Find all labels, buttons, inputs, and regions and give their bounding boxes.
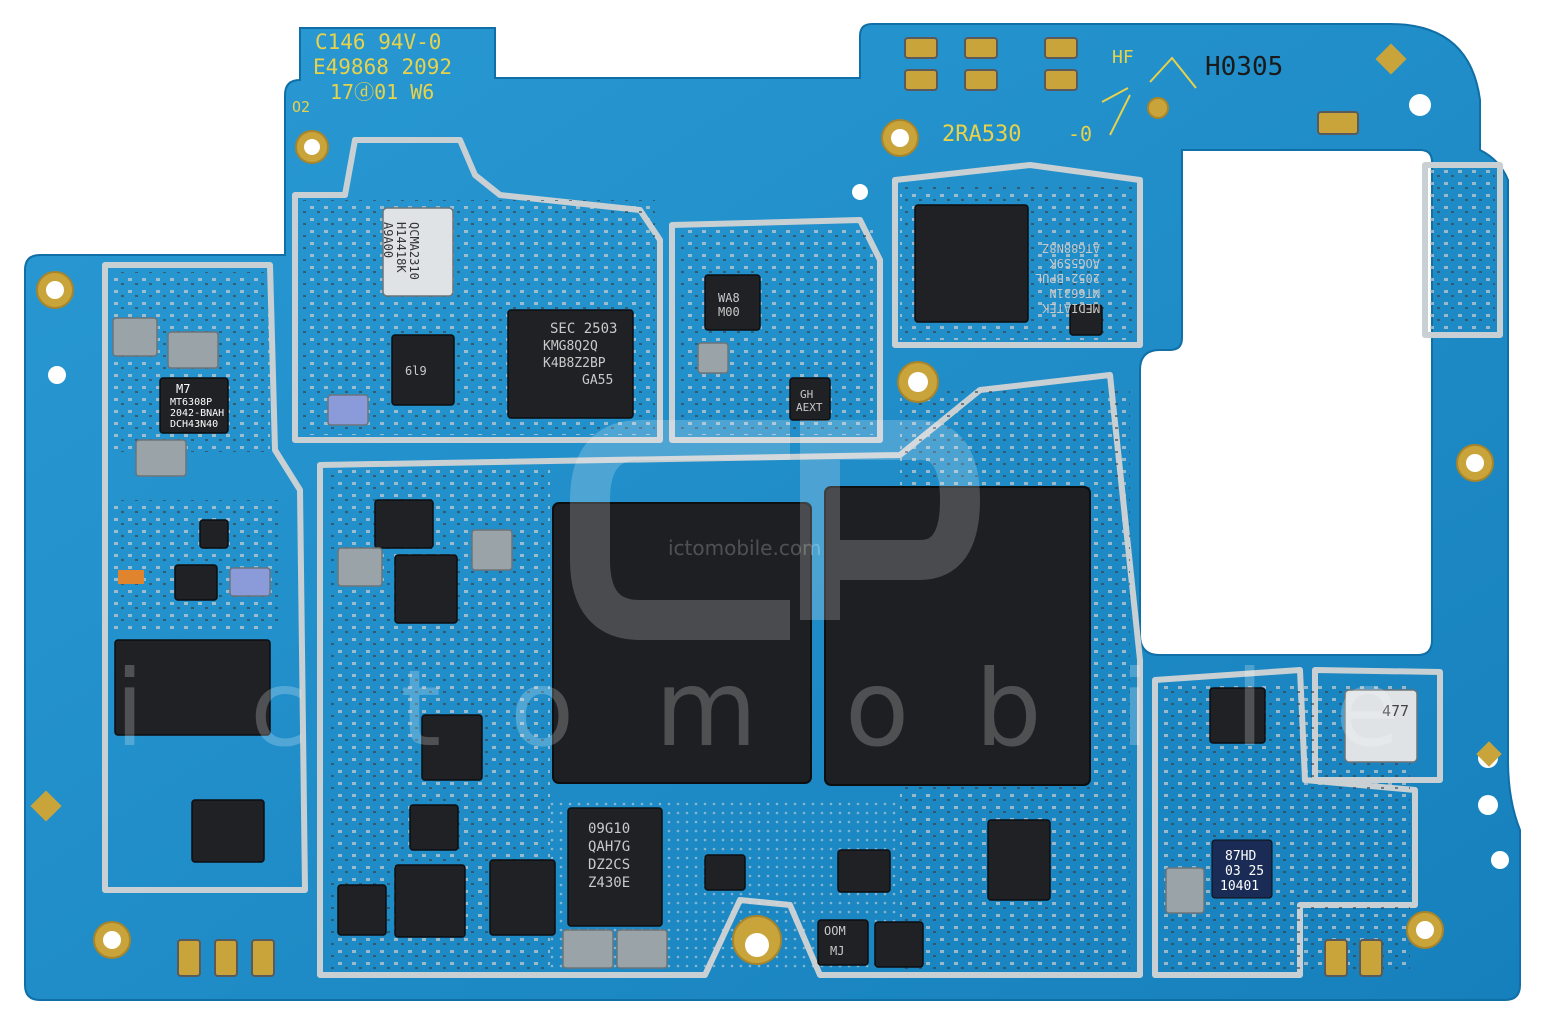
chip-marking-bottom-4: Z430E <box>588 875 630 891</box>
chip-marking-pmic: MT6308P <box>170 397 212 408</box>
chip-marking-right-module: 477 <box>1382 702 1409 720</box>
pmic-chip <box>159 377 229 434</box>
watermark-letters: i c t o m o b i l e <box>115 648 1400 770</box>
svg-text:AOG5S9K: AOG5S9K <box>1049 256 1100 270</box>
chip-marking-small-a: 6l9 <box>405 364 427 378</box>
rf-module <box>382 207 454 297</box>
svg-text:b: b <box>975 648 1042 770</box>
silk-mirror-code: H0305 <box>1205 52 1283 82</box>
chip-marking-wifi-2: M00 <box>718 305 740 319</box>
silk-line-3: 17ⓓ01 W6 <box>330 80 434 104</box>
ic-chips <box>114 204 1266 968</box>
chip-marking-right-3: 10401 <box>1220 879 1259 894</box>
storage-chip <box>114 639 271 736</box>
wifi-chip-2 <box>789 377 831 421</box>
svg-text:H14418K: H14418K <box>394 222 408 273</box>
svg-text:o: o <box>510 648 574 770</box>
chip-marking-ram-3: K4B8Z2BP <box>543 356 606 371</box>
svg-text:2052-BPUL: 2052-BPUL <box>1035 271 1100 285</box>
shield-connectivity <box>892 162 1143 348</box>
ram-chip <box>507 309 634 419</box>
right-chip <box>1211 839 1273 899</box>
chip-marking-ram-2: KMG8Q2Q <box>543 339 598 354</box>
left-lower-chip <box>191 799 265 863</box>
bottom-chip <box>567 807 663 927</box>
svg-text:MT6631N: MT6631N <box>1049 286 1100 300</box>
rf-chip-small <box>391 334 455 406</box>
silk-board-id: 2RA530 <box>942 122 1021 147</box>
svg-text:A9A00: A9A00 <box>381 222 395 258</box>
chip-marking-rf-module: QCMA2310 H14418K A9A00 <box>381 222 421 280</box>
silk-corner: O2 <box>292 98 310 116</box>
svg-text:e: e <box>1335 648 1400 770</box>
silk-line-1: C146 94V-0 <box>315 30 441 54</box>
soc-chip <box>552 502 812 784</box>
inductors <box>112 207 1418 969</box>
chip-marking-bottom-2: QAH7G <box>588 839 630 855</box>
svg-text:ATG88N8Z: ATG88N8Z <box>1042 241 1100 255</box>
chip-marking-wifi2: GH <box>800 388 813 401</box>
chip-marking-wifi2-2: AEXT <box>796 401 823 414</box>
svg-text:o: o <box>845 648 909 770</box>
right-module <box>1344 689 1418 763</box>
chip-marking-pmic-3: DCH43N40 <box>170 419 218 430</box>
shield-rf-top <box>292 137 663 443</box>
chip-marking-right-2: 03 25 <box>1225 864 1264 879</box>
shield-left-column <box>102 262 308 893</box>
chip-marking-small-b: OOM <box>824 924 846 938</box>
chip-marking-connectivity: MEDIATEK MT6631N 2052-BPUL AOG5S9K ATG88… <box>1035 241 1100 315</box>
chip-marking-ram: SEC 2503 <box>550 321 617 337</box>
chip-marking-pmic-top: M7 <box>176 382 190 396</box>
shield-wifi <box>669 217 883 443</box>
chip-marking-small-c: MJ <box>830 944 844 958</box>
audio-chip <box>421 714 483 781</box>
chip-marking-pmic-2: 2042-BNAH <box>170 408 224 419</box>
chip-marking-wifi: WA8 <box>718 291 740 305</box>
svg-text:c: c <box>250 648 308 770</box>
svg-text:i: i <box>115 648 144 770</box>
connectivity-chip <box>914 204 1029 323</box>
svg-text:MEDIATEK: MEDIATEK <box>1041 301 1100 315</box>
svg-text:i: i <box>1120 648 1149 770</box>
wifi-chip <box>704 274 761 331</box>
svg-text:QCMA2310: QCMA2310 <box>407 222 421 280</box>
shield-right-strip <box>1422 162 1503 338</box>
chip-marking-bottom-3: DZ2CS <box>588 857 630 873</box>
silk-hf: HF <box>1112 47 1134 68</box>
mount-hole <box>1147 97 1169 119</box>
silk-board-rev: -0 <box>1068 122 1092 146</box>
svg-text:l: l <box>1235 648 1264 770</box>
watermark-logo <box>570 420 981 640</box>
memory-chip <box>824 486 1091 786</box>
chip-marking-bottom: 09G10 <box>588 821 630 837</box>
watermark-site: ictomobile.com <box>668 536 822 560</box>
silk-line-2: E49868 2092 <box>313 55 452 79</box>
connector-pads <box>177 37 1383 977</box>
svg-text:t: t <box>400 648 441 770</box>
chip-marking-right: 87HD <box>1225 849 1256 864</box>
svg-text:m: m <box>655 648 757 770</box>
board-cutout <box>1139 149 1433 656</box>
chip-marking-ram-4: GA55 <box>582 373 613 388</box>
